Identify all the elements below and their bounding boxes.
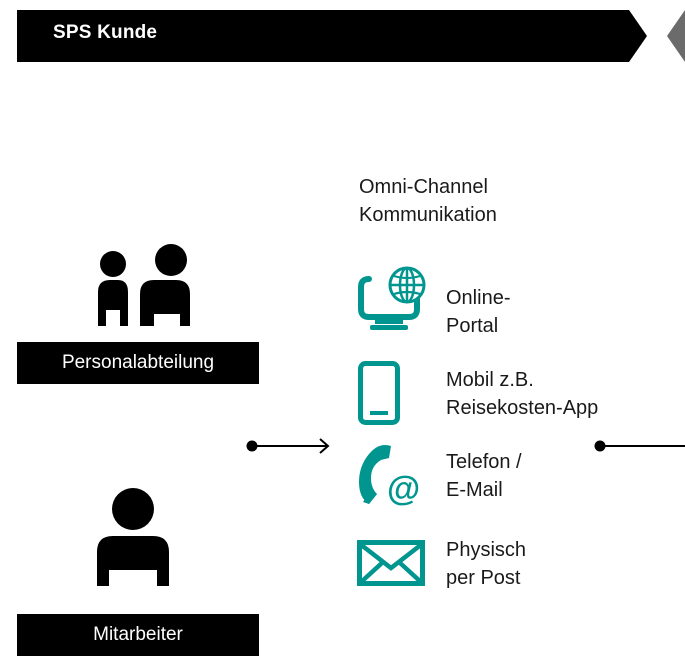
channel-post-line2: per Post [446,567,521,589]
channel-mobile-label: Mobil z.B. Reisekosten-App [446,366,598,422]
group-people-icon [98,244,190,326]
header-band-shape [17,10,647,62]
connector-line-right [594,440,685,452]
channel-heading-line1: Omni-Channel [359,176,488,198]
header-band [17,10,647,62]
header-title: SPS Kunde [53,22,158,43]
smartphone-icon [358,361,400,425]
computer-globe-icon [358,266,426,330]
phone-email-icon: @ [359,445,420,508]
envelope-icon [357,540,425,586]
channel-phone-line1: Telefon / [446,451,522,473]
role-employee-box: Mitarbeiter [17,614,259,656]
connector-arrow-left [246,438,330,454]
channel-heading: Omni-Channel Kommunikation [359,173,497,229]
channel-phone-label: Telefon / E-Mail [446,448,522,504]
channel-post-label: Physisch per Post [446,536,526,592]
person-icon [97,488,169,586]
role-hr-label: Personalabteilung [61,352,215,373]
channel-phone-line2: E-Mail [446,479,503,501]
channel-online-label: Online- Portal [446,284,510,340]
role-employee-label: Mitarbeiter [93,624,183,645]
channel-heading-line2: Kommunikation [359,204,497,226]
role-hr-box: Personalabteilung [17,342,259,384]
channel-online-line1: Online- [446,287,511,309]
corner-marker-icon [667,10,685,62]
channel-post-line1: Physisch [446,539,527,561]
svg-text:@: @ [387,470,420,508]
channel-mobile-line1: Mobil z.B. [446,369,534,391]
channel-online-line2: Portal [446,315,499,337]
channel-mobile-line2: Reisekosten-App [446,397,599,419]
